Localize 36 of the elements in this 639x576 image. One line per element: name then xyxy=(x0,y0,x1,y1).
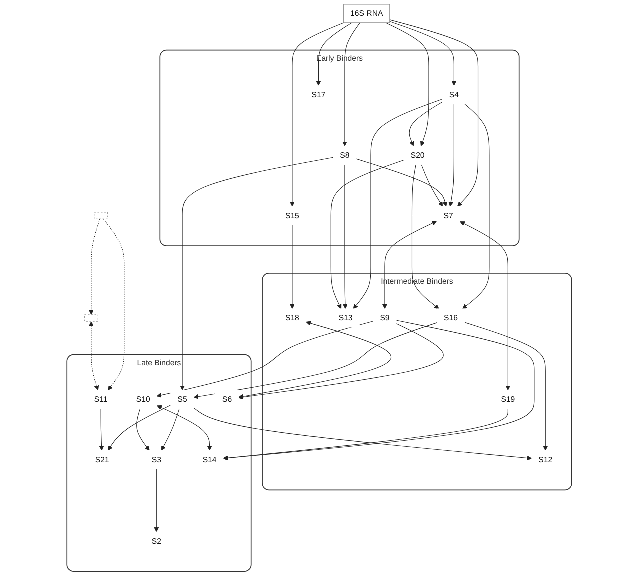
node-box xyxy=(94,212,108,220)
arrow xyxy=(108,404,172,451)
arrow xyxy=(157,405,212,451)
arrow xyxy=(460,222,511,391)
arrow xyxy=(421,164,444,207)
arrow xyxy=(238,321,392,400)
arrow xyxy=(448,104,454,207)
node-box xyxy=(84,314,98,322)
arrow xyxy=(156,321,374,398)
arrow xyxy=(464,322,548,451)
arrow xyxy=(194,408,532,461)
arrow xyxy=(180,157,334,391)
arrow xyxy=(353,98,443,310)
arrow xyxy=(386,22,430,146)
arrow xyxy=(290,22,344,207)
arrow xyxy=(390,20,479,207)
arrow xyxy=(390,21,457,86)
arrow xyxy=(88,322,100,391)
arrow xyxy=(462,104,490,310)
arrow xyxy=(382,221,438,310)
arrow xyxy=(103,218,125,391)
arrow xyxy=(342,164,348,310)
arrow xyxy=(194,322,438,400)
arrow xyxy=(356,158,448,207)
arrow xyxy=(223,408,508,461)
arrow xyxy=(290,224,295,310)
arrow xyxy=(223,320,535,461)
arrow xyxy=(161,408,180,451)
arrow xyxy=(154,468,160,532)
arrow xyxy=(412,164,440,310)
arrow xyxy=(99,408,104,451)
arrow xyxy=(409,102,443,146)
arrow xyxy=(136,408,150,451)
arrow xyxy=(330,160,404,310)
arrow xyxy=(88,218,100,316)
arrow xyxy=(342,22,360,146)
